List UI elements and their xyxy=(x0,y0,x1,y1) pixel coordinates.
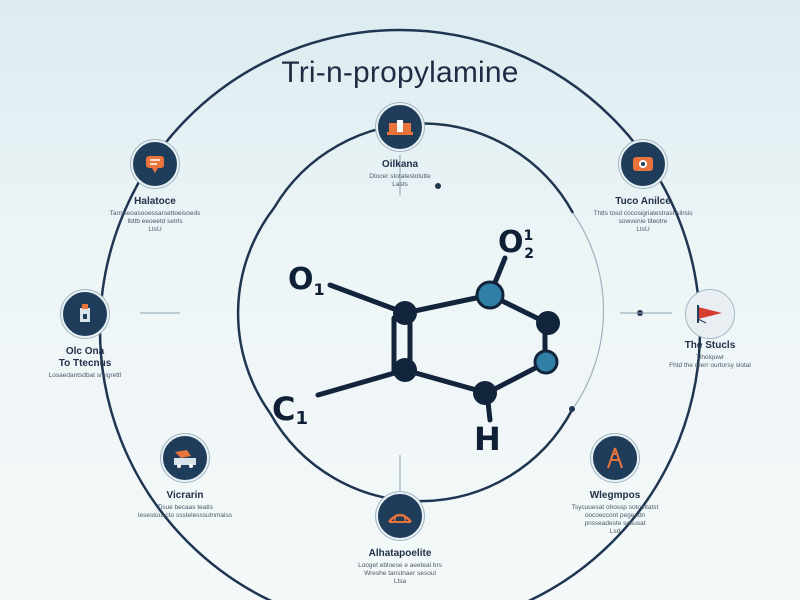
node-label: Vicrarin xyxy=(166,490,204,501)
node-label: Wlegmpos xyxy=(589,490,641,501)
atom-label-o1: O1 xyxy=(288,262,325,299)
atom-label-c1: C1 xyxy=(272,390,308,429)
speech-bubble-icon xyxy=(131,140,179,188)
atom-node xyxy=(393,358,417,382)
ring-dot xyxy=(569,406,575,412)
node-label: The Stucls xyxy=(684,340,736,351)
inner-ring-arc-3 xyxy=(268,409,574,503)
panel-icon xyxy=(619,140,667,188)
atom-node xyxy=(473,381,497,405)
inner-ring-arc-2 xyxy=(571,212,605,411)
gauge-icon xyxy=(61,290,109,338)
flag-icon xyxy=(686,290,734,338)
atom-node xyxy=(536,311,560,335)
tower-icon xyxy=(591,434,639,482)
inner-ring-arc-1 xyxy=(272,122,575,214)
ring-dot xyxy=(435,183,441,189)
bond-group xyxy=(315,255,548,423)
node-desc: Losaedantsdbat srsigrettl xyxy=(48,372,122,379)
node-label: Tuco Anilce xyxy=(615,196,671,207)
bridge-icon xyxy=(376,492,424,540)
hardhat-icon xyxy=(376,103,424,151)
atom-node xyxy=(393,301,417,325)
atom-node xyxy=(533,349,559,375)
node-bottom: Alhatapoelite Looget ebloese e aeeteal b… xyxy=(305,492,495,586)
node-label: Oilkana xyxy=(381,159,419,170)
atom-node xyxy=(475,280,505,310)
atom-label-h: H xyxy=(474,420,501,458)
node-label: Olc Ona To Ttecnus xyxy=(58,346,112,369)
node-label: Halatoce xyxy=(134,196,176,207)
truck-icon xyxy=(161,434,209,482)
node-left: Olc Ona To Ttecnus Losaedantsdbat srsigr… xyxy=(0,290,180,380)
inner-ring-arc-4 xyxy=(236,207,275,414)
page-title: Tri-n-propylamine xyxy=(281,56,519,89)
node-top-right: Tuco Anilce Thtts tosd cocosigriatestras… xyxy=(548,140,738,234)
node-label: Alhatapoelite xyxy=(368,548,432,559)
